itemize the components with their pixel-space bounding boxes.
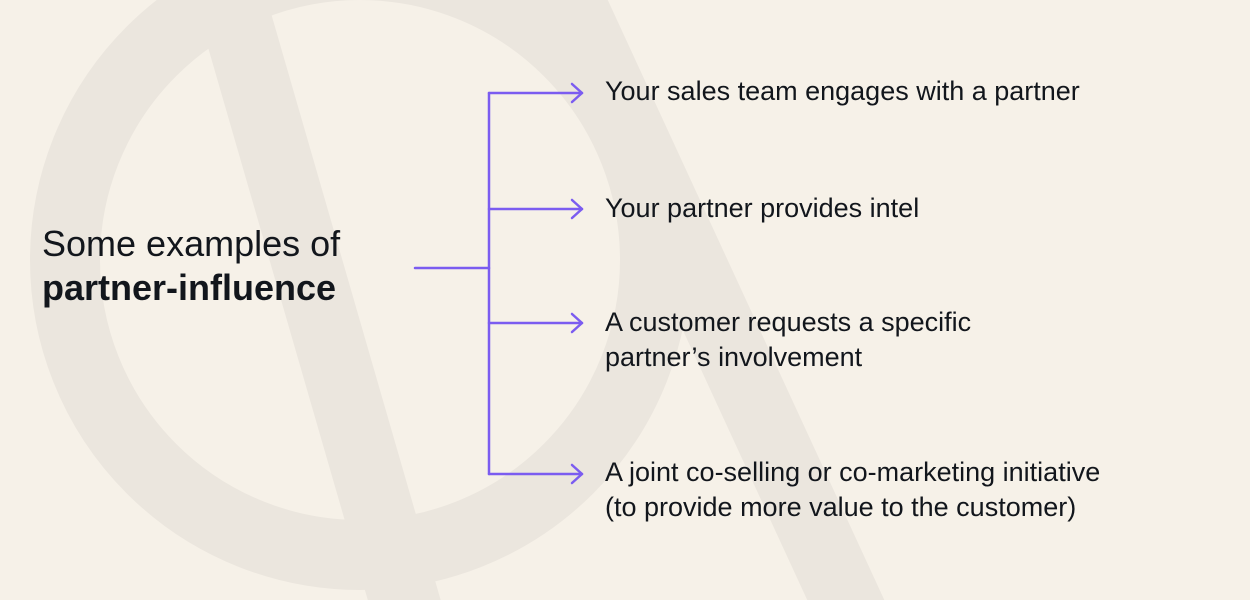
example-text: partner’s involvement xyxy=(605,342,863,372)
arrow-right-icon xyxy=(570,198,584,220)
arrow-right-icon xyxy=(570,82,584,104)
example-text: A joint co-selling or co-marketing initi… xyxy=(605,457,1101,487)
example-text: A customer requests a specific xyxy=(605,307,972,337)
heading-emphasis: partner-influence xyxy=(42,267,337,308)
arrow-right-icon xyxy=(570,463,584,485)
example-text: Your sales team engages with a partner xyxy=(605,76,1080,106)
example-item: Your sales team engages with a partner xyxy=(605,74,1225,109)
example-text: (to provide more value to the customer) xyxy=(605,492,1077,522)
arrow-right-icon xyxy=(570,312,584,334)
example-text: Your partner provides intel xyxy=(605,193,920,223)
example-item: A customer requests a specific partner’s… xyxy=(605,305,1225,375)
heading-line: Some examples of xyxy=(42,223,341,264)
example-item: A joint co-selling or co-marketing initi… xyxy=(605,455,1225,525)
example-item: Your partner provides intel xyxy=(605,191,1225,226)
diagram-heading: Some examples of partner-influence xyxy=(42,222,340,310)
